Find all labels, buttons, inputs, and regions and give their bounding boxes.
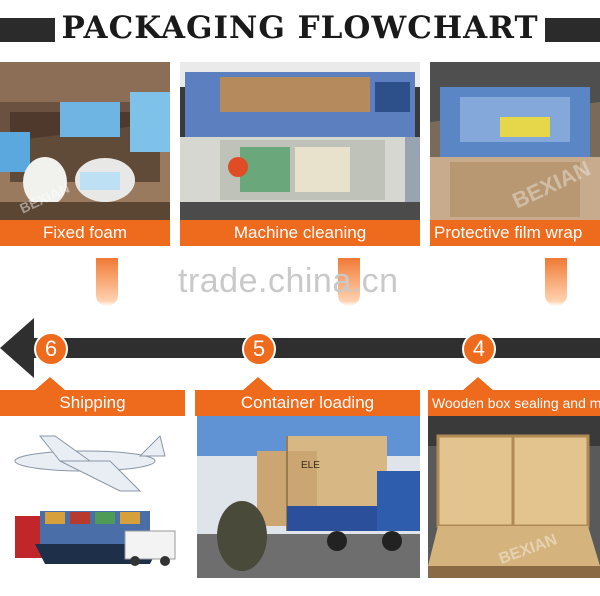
pointer-triangle-5	[242, 377, 274, 391]
photo-fixed-foam: BEXIAN	[0, 62, 170, 222]
step-label-protective-film: Protective film wrap	[430, 220, 600, 246]
step-number-4: 4	[462, 332, 496, 366]
step-number-6: 6	[34, 332, 68, 366]
connector-drop-3	[545, 258, 567, 306]
step-label-fixed-foam: Fixed foam	[0, 220, 170, 246]
photo-machine-cleaning	[180, 62, 420, 222]
step-label-machine-cleaning: Machine cleaning	[180, 220, 420, 246]
step-label-wooden-box: Wooden box sealing and m	[428, 390, 600, 416]
photo-wooden-box: BEXIAN	[428, 416, 600, 578]
watermark-text: trade.china.cn	[178, 262, 399, 300]
photo-protective-film: BEXIAN	[430, 62, 600, 222]
photo-shipping	[0, 416, 185, 578]
flow-arrow-bar	[30, 338, 600, 358]
step-number-5: 5	[242, 332, 276, 366]
pointer-triangle-4	[462, 377, 494, 391]
pointer-triangle-6	[34, 377, 66, 391]
photo-container-loading: ELE	[197, 416, 420, 578]
connector-drop-2	[338, 258, 360, 306]
step-label-container-loading: Container loading	[195, 390, 420, 416]
crate-marking: ELE	[301, 460, 320, 471]
flow-arrow-head	[0, 318, 34, 378]
connector-drop-1	[96, 258, 118, 306]
step-label-shipping: Shipping	[0, 390, 185, 416]
page-title: PACKAGING FLOWCHART	[0, 10, 600, 46]
